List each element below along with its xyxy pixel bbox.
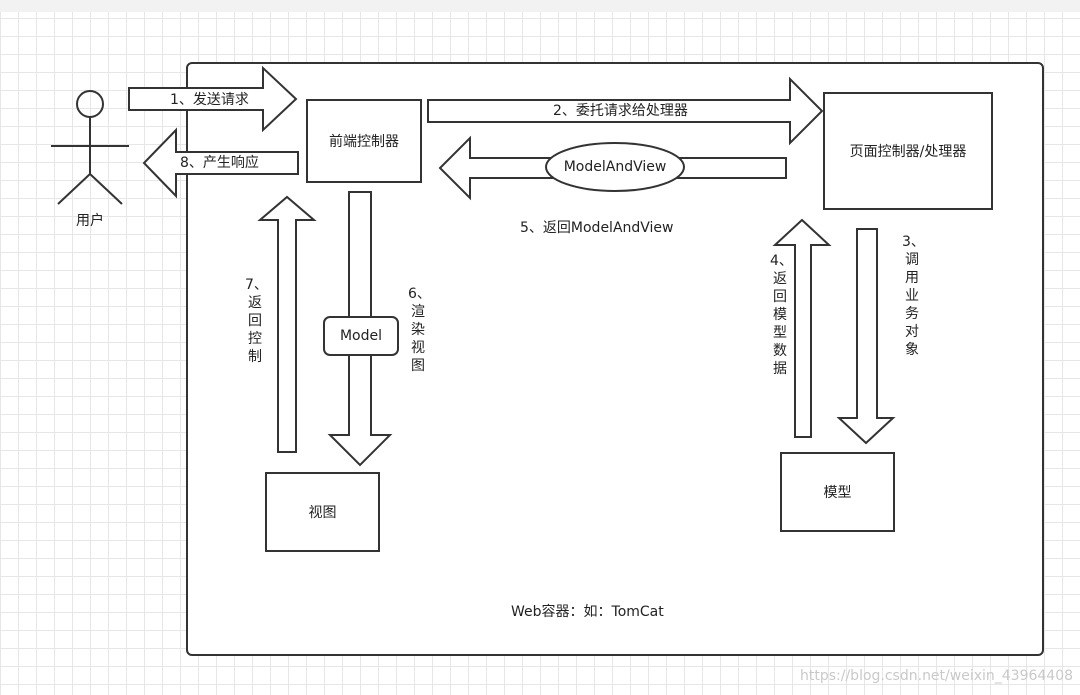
watermark: https://blog.csdn.net/weixin_43964408 (800, 668, 1074, 684)
model-box (780, 452, 895, 532)
model-label: 模型 (823, 485, 852, 501)
front-controller-box (306, 99, 422, 183)
arrow-delegate (427, 76, 824, 146)
arrow-return-control (257, 195, 317, 453)
respond-label: 8、产生响应 (180, 155, 259, 171)
page-controller-label: 页面控制器/处理器 (849, 144, 967, 160)
page-controller-box (823, 92, 993, 210)
return-control-label: 7、返回控制 (245, 277, 268, 365)
view-label: 视图 (308, 505, 337, 521)
arrow-invoke-business (836, 228, 896, 445)
invoke-business-label: 3、调用业务对象 (902, 234, 925, 358)
model-and-view-tag-label: ModelAndView (563, 159, 667, 175)
top-band (0, 0, 1080, 12)
model-and-view-ellipse (545, 142, 685, 192)
delegate-label: 2、委托请求给处理器 (553, 103, 688, 119)
model-tag-label: Model (339, 328, 383, 344)
model-tag-shape (323, 316, 399, 356)
return-model-label: 4、返回模型数据 (770, 253, 793, 377)
arrow-send-request (128, 65, 298, 133)
web-container-label: Web容器：如：TomCat (511, 604, 664, 620)
return-mav-label: 5、返回ModelAndView (520, 220, 674, 236)
stick-figure-user-icon (51, 90, 129, 205)
front-controller-label: 前端控制器 (329, 134, 399, 150)
view-box (265, 472, 380, 552)
send-request-label: 1、发送请求 (170, 92, 249, 108)
arrow-return-model (772, 218, 832, 438)
render-view-label: 6、渲染视图 (408, 286, 431, 374)
arrow-respond (142, 127, 299, 199)
user-label: 用户 (76, 213, 104, 229)
